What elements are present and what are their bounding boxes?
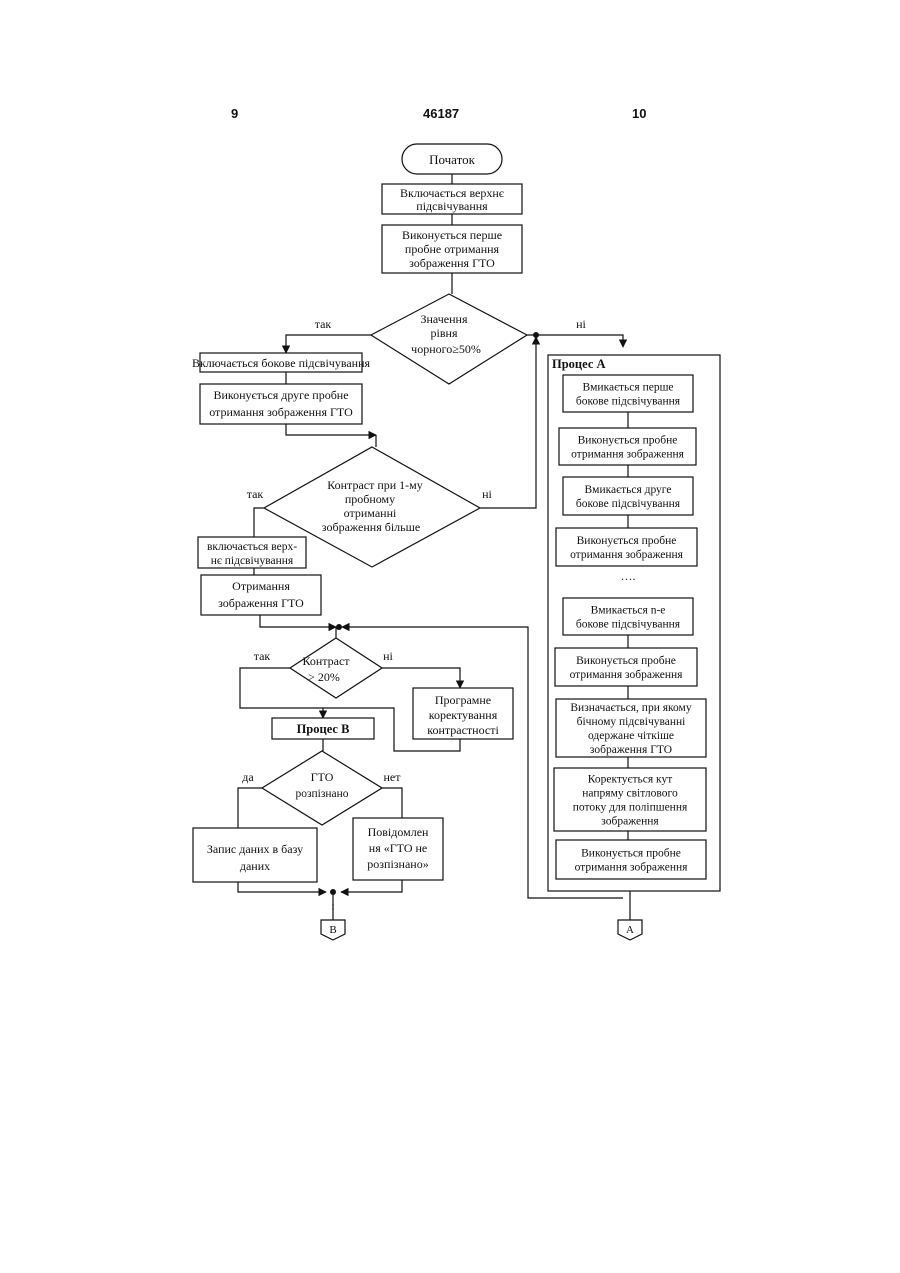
contrast20-decision: Контраст > 20%: [290, 638, 382, 698]
process-a-step: Вмикається n-е бокове підсвічування: [563, 598, 693, 635]
svg-text:Виконується перше: Виконується перше: [402, 228, 502, 242]
process-a-step-label: отримання зображення: [570, 669, 684, 681]
svg-text:В: В: [329, 924, 336, 936]
first-capture-box: Виконується перше пробне отримання зобра…: [382, 225, 522, 273]
process-a-step: Коректується кут напряму світлового потоку…: [554, 768, 706, 831]
svg-text:А: А: [626, 924, 634, 936]
top-light-again-box: включається верх- нє підсвічування: [198, 537, 306, 568]
svg-text:Контраст при 1-му: Контраст при 1-му: [327, 478, 423, 492]
process-a-step-label: Виконується пробне: [578, 435, 678, 447]
svg-text:> 20%: > 20%: [308, 670, 340, 684]
process-a-step-label: отримання зображення: [575, 862, 689, 874]
svg-text:Включається верхнє: Включається верхнє: [400, 186, 504, 200]
black-level-decision: Значення рівня чорного≥50%: [371, 294, 527, 384]
process-a-step-label: зображення: [601, 816, 659, 828]
svg-text:включається верх-: включається верх-: [207, 541, 297, 553]
svg-text:рівня: рівня: [431, 326, 458, 340]
process-a-step-label: Виконується пробне: [577, 535, 677, 547]
svg-text:підсвічування: підсвічування: [416, 199, 488, 213]
svg-text:розпізнано»: розпізнано»: [367, 857, 428, 871]
process-a-step: Виконується пробне отримання зображення: [556, 528, 697, 566]
svg-text:отримання зображення ГТО: отримання зображення ГТО: [209, 405, 353, 419]
edge-label-no: нет: [384, 770, 402, 784]
process-a-step: Вмикається друге бокове підсвічування: [563, 477, 693, 515]
process-a-step-label: бокове підсвічування: [576, 619, 681, 631]
process-a-step-label: бічному підсвічуванні: [577, 716, 686, 728]
svg-text:Виконується друге пробне: Виконується друге пробне: [213, 388, 348, 402]
edge-label-yes: так: [254, 649, 271, 663]
svg-text:Включається бокове підсвічуван: Включається бокове підсвічування: [192, 356, 371, 370]
start-label: Початок: [429, 152, 476, 167]
process-a-step: Виконується пробне отримання зображення: [555, 648, 697, 686]
edge-label-no: ні: [576, 317, 586, 331]
process-a-step-label: напряму світлового: [582, 788, 678, 800]
svg-text:нє підсвічування: нє підсвічування: [211, 555, 294, 567]
process-a-step-label: Виконується пробне: [576, 655, 676, 667]
message-box: Повідомлен ня «ГТО не розпізнано»: [353, 818, 443, 880]
svg-text:пробному: пробному: [345, 492, 395, 506]
process-a-step: Виконується пробне отримання зображення: [559, 428, 696, 465]
svg-text:зображення більше: зображення більше: [322, 520, 420, 534]
process-a-step-label: Вмикається друге: [585, 484, 672, 496]
edge-label-yes: так: [315, 317, 332, 331]
svg-text:Повідомлен: Повідомлен: [368, 825, 429, 839]
start-terminal: Початок: [402, 144, 502, 174]
process-a-step-label: потоку для поліпшення: [573, 802, 688, 814]
svg-text:отриманні: отриманні: [344, 506, 397, 520]
svg-text:Значення: Значення: [420, 312, 467, 326]
process-a-step-label: одержане чіткіше: [588, 730, 674, 742]
process-a-step: Визначається, при якому бічному підсвічув…: [556, 699, 706, 757]
second-capture-box: Виконується друге пробне отримання зобра…: [200, 384, 362, 424]
process-a-step-label: Вмикається n-е: [591, 605, 666, 617]
svg-text:ГТО: ГТО: [311, 770, 334, 784]
process-a-ellipsis: ….: [621, 569, 636, 583]
process-a-step-label: Виконується пробне: [581, 848, 681, 860]
process-a-step-label: Коректується кут: [588, 774, 672, 786]
connector-b: В: [321, 920, 345, 940]
svg-text:Контраст: Контраст: [302, 654, 350, 668]
process-a-step-label: бокове підсвічування: [576, 396, 681, 408]
svg-text:контрастності: контрастності: [427, 723, 499, 737]
svg-text:Запис даних в базу: Запис даних в базу: [207, 842, 303, 856]
junction-dot: [330, 889, 336, 895]
process-a-step-label: отримання зображення: [570, 549, 684, 561]
correction-box: Програмне коректування контрастності: [413, 688, 513, 739]
svg-text:Програмне: Програмне: [435, 693, 491, 707]
process-a-step: Виконується пробне отримання зображення: [556, 840, 706, 879]
process-b-box: Процес В: [272, 718, 374, 739]
process-a-step: Вмикається перше бокове підсвічування: [563, 375, 693, 412]
svg-text:коректування: коректування: [429, 708, 498, 722]
process-a-title: Процес А: [552, 357, 606, 371]
recognized-decision: ГТО розпізнано: [262, 751, 382, 825]
svg-text:розпізнано: розпізнано: [295, 788, 348, 800]
junction-dot: [533, 332, 539, 338]
svg-text:чорного≥50%: чорного≥50%: [411, 342, 481, 356]
svg-text:даних: даних: [240, 859, 270, 873]
process-a-step-label: зображення ГТО: [590, 744, 672, 756]
svg-text:ня «ГТО не: ня «ГТО не: [369, 841, 427, 855]
junction-dot: [336, 624, 342, 630]
process-a-steps: Вмикається першебокове підсвічуванняВико…: [554, 375, 706, 879]
svg-text:Отримання: Отримання: [232, 579, 290, 593]
edge-label-no: ні: [482, 487, 492, 501]
process-a-step-label: Вмикається перше: [582, 382, 673, 394]
edge-label-no: ні: [383, 649, 393, 663]
svg-text:пробне отримання: пробне отримання: [405, 242, 500, 256]
process-a-step-label: Визначається, при якому: [570, 702, 691, 714]
side-light-box: Включається бокове підсвічування: [192, 353, 371, 372]
svg-text:зображення ГТО: зображення ГТО: [218, 596, 304, 610]
svg-text:Процес В: Процес В: [297, 722, 350, 736]
connector-a: А: [618, 920, 642, 940]
process-a-step-label: бокове підсвічування: [576, 498, 681, 510]
edge-label-yes: так: [247, 487, 264, 501]
top-light-box: Включається верхнє підсвічування: [382, 184, 522, 214]
edge-label-yes: да: [242, 770, 254, 784]
process-a-step-label: отримання зображення: [571, 449, 685, 461]
write-db-box: Запис даних в базу даних: [193, 828, 317, 882]
get-image-box: Отримання зображення ГТО: [201, 575, 321, 615]
svg-text:зображення ГТО: зображення ГТО: [409, 256, 495, 270]
